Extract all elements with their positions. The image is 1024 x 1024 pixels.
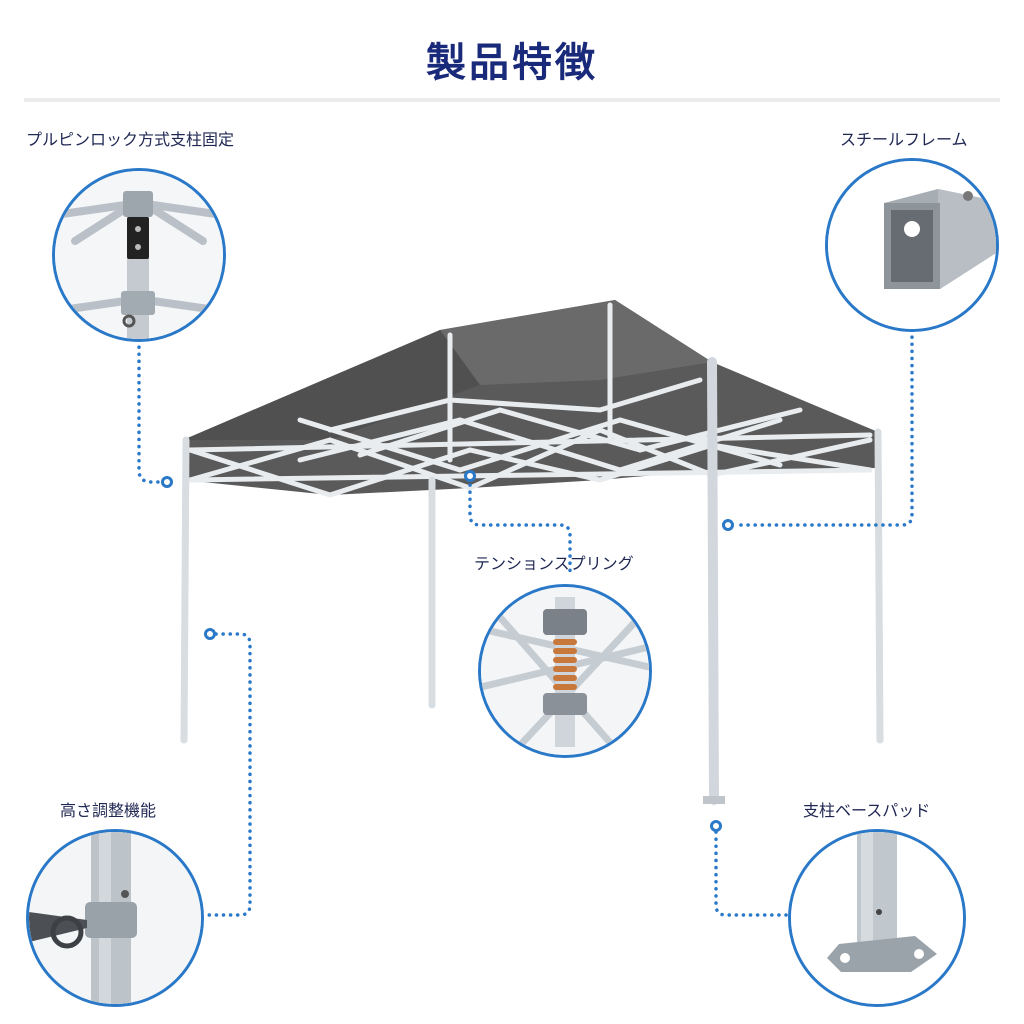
page-title: 製品特徴 [426,40,598,86]
title-divider [24,98,1000,102]
label-height-adjust: 高さ調整機能 [60,801,157,820]
leg-base-pad-closeup-icon [788,829,966,1007]
height-adjust-closeup-icon [26,829,204,1007]
hotspot-tension-spring [464,470,476,482]
hotspot-steel-frame [722,519,734,531]
hotspot-pull-pin-lock [161,476,173,488]
tension-spring-closeup-icon [478,584,652,758]
label-steel-frame: スチールフレーム [840,130,968,149]
label-pull-pin-lock: プルピンロック方式支柱固定 [26,130,235,149]
square-steel-tube-closeup-icon [825,158,999,332]
hotspot-leg-base-pad [710,820,722,832]
hotspot-height-adjust [204,628,216,640]
pull-pin-lock-closeup-icon [52,168,226,342]
label-tension-spring: テンションスプリング [474,554,634,573]
label-leg-base-pad: 支柱ベースパッド [803,801,931,820]
